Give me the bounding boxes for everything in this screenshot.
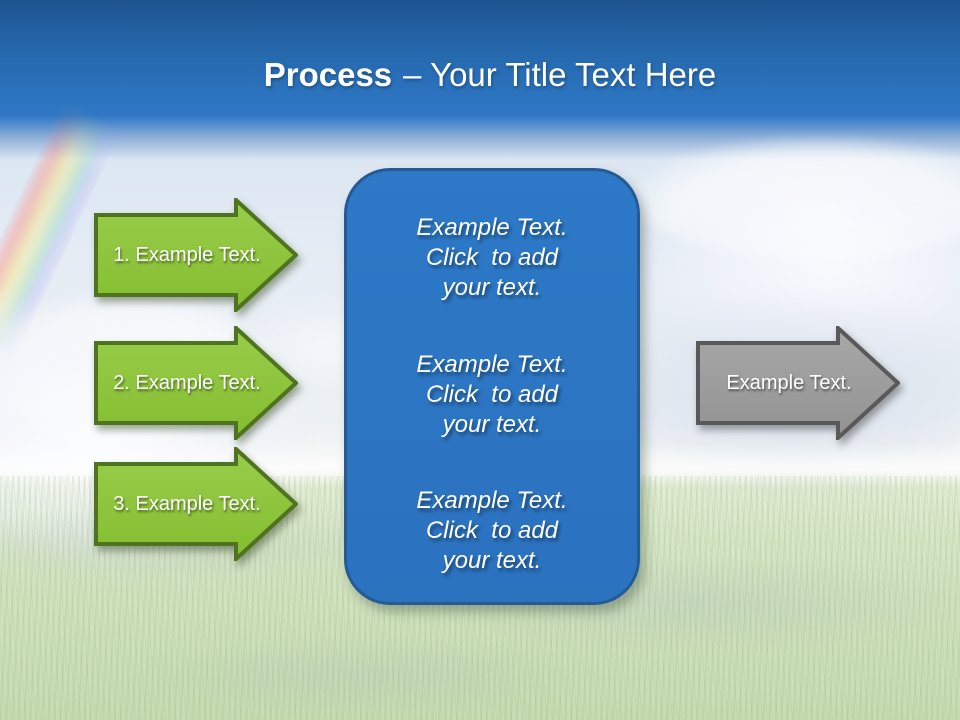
panel-text-block-2[interactable]: Example Text. Click to add your text. [365, 350, 619, 440]
panel-text-block-1[interactable]: Example Text. Click to add your text. [365, 213, 619, 303]
output-arrow[interactable]: Example Text. [696, 326, 900, 440]
step-arrow-label: 2. Example Text. [113, 371, 261, 394]
panel-text-block-3[interactable]: Example Text. Click to add your text. [365, 486, 619, 576]
right-arrow-shape [696, 326, 900, 440]
title-emphasis: Process [263, 56, 393, 93]
step-arrow-2[interactable]: 2. Example Text. [94, 326, 298, 440]
panel-line: your text. [442, 547, 542, 574]
panel-line: Click to add [425, 517, 559, 544]
step-arrow-3[interactable]: 3. Example Text. [94, 447, 298, 561]
right-arrow-shape [94, 447, 298, 561]
right-arrow-shape [94, 198, 298, 312]
panel-line: Example Text. [416, 350, 568, 378]
panel-line: Example Text. [416, 487, 568, 514]
panel-line: your text. [442, 274, 542, 301]
panel-line: Click to add [425, 244, 559, 271]
step-arrow-label: 3. Example Text. [113, 492, 261, 515]
title-text: – Your Title Text Here [403, 56, 717, 93]
panel-line: your text. [442, 410, 542, 438]
slide-title[interactable]: Process – Your Title Text Here [10, 54, 960, 96]
panel-line: Example Text. [416, 214, 568, 241]
output-arrow-label: Example Text. [726, 371, 852, 394]
step-arrow-label: 1. Example Text. [113, 243, 261, 266]
panel-line: Click to add [425, 380, 559, 408]
right-arrow-shape [94, 326, 298, 440]
step-arrow-1[interactable]: 1. Example Text. [94, 198, 298, 312]
center-panel[interactable]: Example Text. Click to add your text. Ex… [344, 168, 640, 605]
